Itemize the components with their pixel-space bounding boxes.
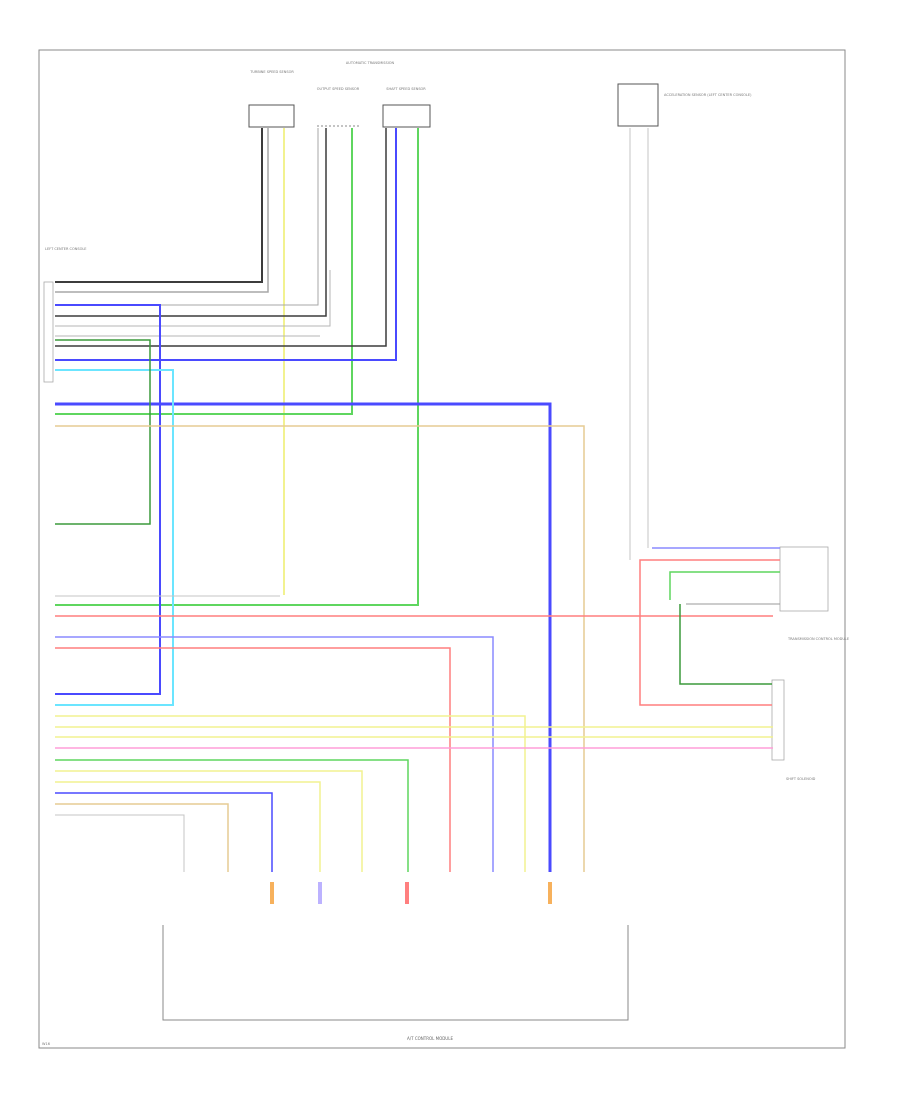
wire-output-green [55, 128, 353, 415]
wire-blue-mid [55, 636, 494, 872]
sensor-output: OUTPUT SPEED SENSOR [317, 87, 360, 127]
diagram-frame [38, 49, 846, 1049]
wire-dark-green [55, 339, 151, 525]
wire-yellow-d [55, 770, 363, 872]
sensor-shaft: SHAFT SPEED SENSOR [382, 87, 431, 128]
wire-blue-low [55, 792, 273, 872]
wire-yellow-e [55, 781, 321, 872]
wire-green-low [55, 759, 409, 872]
sensor-shaft-label: SHAFT SPEED SENSOR [386, 87, 426, 91]
wire-shaft-green [55, 128, 419, 606]
shift-solenoid-label: SHIFT SOLENOID [786, 777, 816, 781]
wire-gray-low [55, 814, 185, 872]
acceleration-sensor: ACCELERATION SENSOR (LEFT CENTER CONSOLE… [617, 83, 752, 127]
wire-tan [55, 425, 585, 872]
at-control-module: A/T CONTROL MODULE [162, 925, 629, 1041]
wire-turbine-gray [55, 128, 269, 293]
wire-yellow-a [55, 715, 526, 872]
figure-id: W16 [42, 1042, 50, 1046]
header-title: AUTOMATIC TRANSMISSION [346, 61, 395, 65]
left-connector-label: LEFT CENTER CONSOLE [45, 247, 87, 251]
wire-blue-long [55, 304, 161, 695]
transmission-control-module: TRANSMISSION CONTROL MODULE [779, 546, 849, 641]
wire-right-red [639, 559, 780, 706]
wire-tan-low [55, 803, 229, 872]
wire-right-green [669, 571, 780, 600]
sensor-turbine-label: TURBINE SPEED SENSOR [249, 70, 294, 74]
tcm-label: TRANSMISSION CONTROL MODULE [787, 637, 849, 641]
sensor-output-label: OUTPUT SPEED SENSOR [317, 87, 360, 91]
sensor-turbine: TURBINE SPEED SENSOR [248, 70, 295, 128]
left-connector: LEFT CENTER CONSOLE [43, 247, 87, 383]
wire-gray-1 [55, 270, 331, 327]
wire-blue-top [55, 402, 552, 872]
shift-solenoid-module: SHIFT SOLENOID [771, 679, 816, 781]
wire-turbine-black [55, 128, 263, 283]
wire-red-mid [55, 647, 451, 872]
wire-shaft-blue [55, 128, 397, 361]
wire-right-darkgreen [679, 604, 772, 685]
wire-output-gray [55, 128, 319, 306]
acceleration-sensor-label: ACCELERATION SENSOR (LEFT CENTER CONSOLE… [664, 93, 752, 97]
at-control-module-label: A/T CONTROL MODULE [407, 1036, 453, 1041]
wire-shaft-black [55, 128, 387, 347]
wire-cyan [55, 369, 174, 706]
wire-output-black [55, 128, 327, 317]
